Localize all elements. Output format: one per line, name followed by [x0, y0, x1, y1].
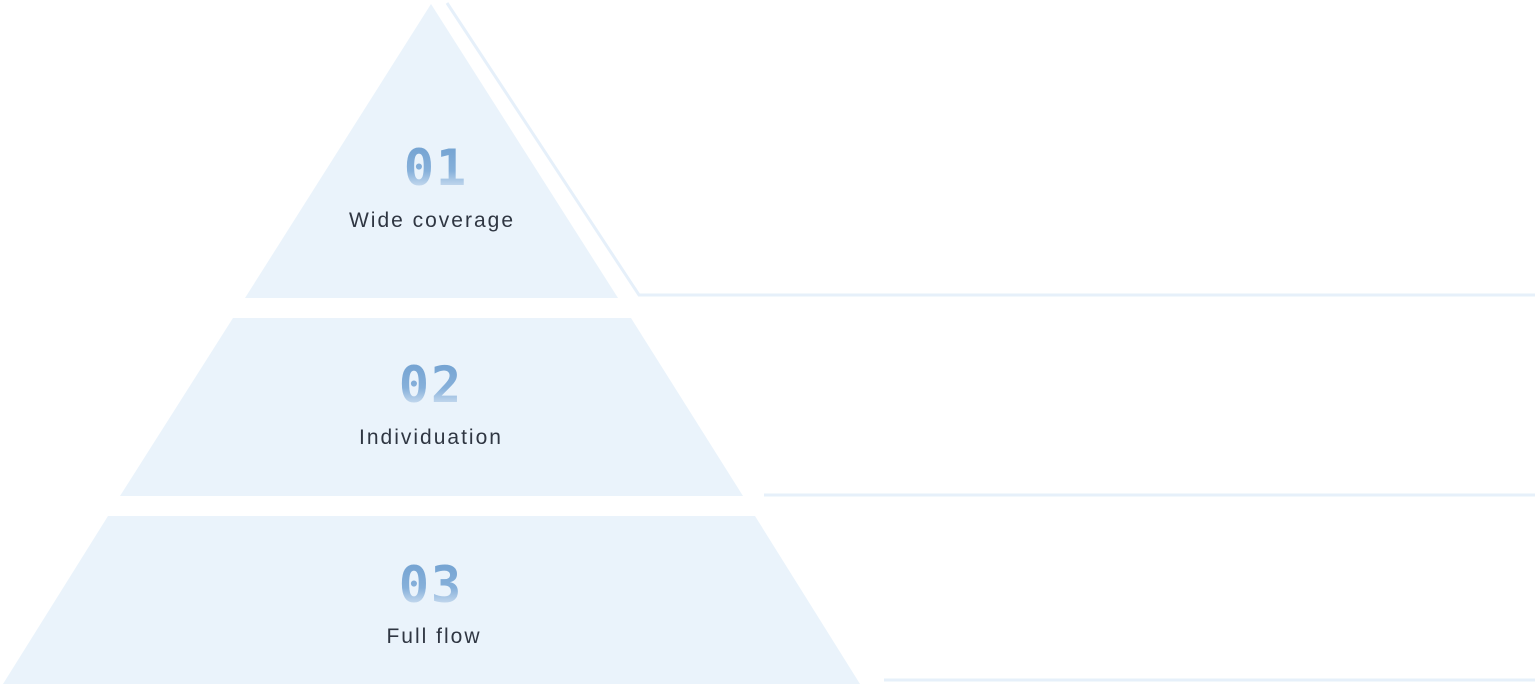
tier-2-label: Individuation — [359, 426, 503, 449]
pyramid-tier-3: 03 Full flow — [3, 516, 860, 684]
tier-2-shape — [120, 318, 743, 496]
tier-1-label: Wide coverage — [349, 209, 515, 232]
tier-3-number: 03 — [399, 556, 463, 614]
tier-3-shape — [3, 516, 860, 684]
pyramid-tier-1: 01 Wide coverage — [245, 4, 618, 298]
tier-3-label: Full flow — [386, 625, 481, 648]
pyramid-tier-2: 02 Individuation — [120, 318, 743, 496]
tier-1-shape — [245, 4, 618, 298]
tier-1-number: 01 — [404, 139, 468, 197]
guide-line-tier-1 — [445, 2, 1535, 297]
tier-2-number: 02 — [399, 356, 463, 414]
